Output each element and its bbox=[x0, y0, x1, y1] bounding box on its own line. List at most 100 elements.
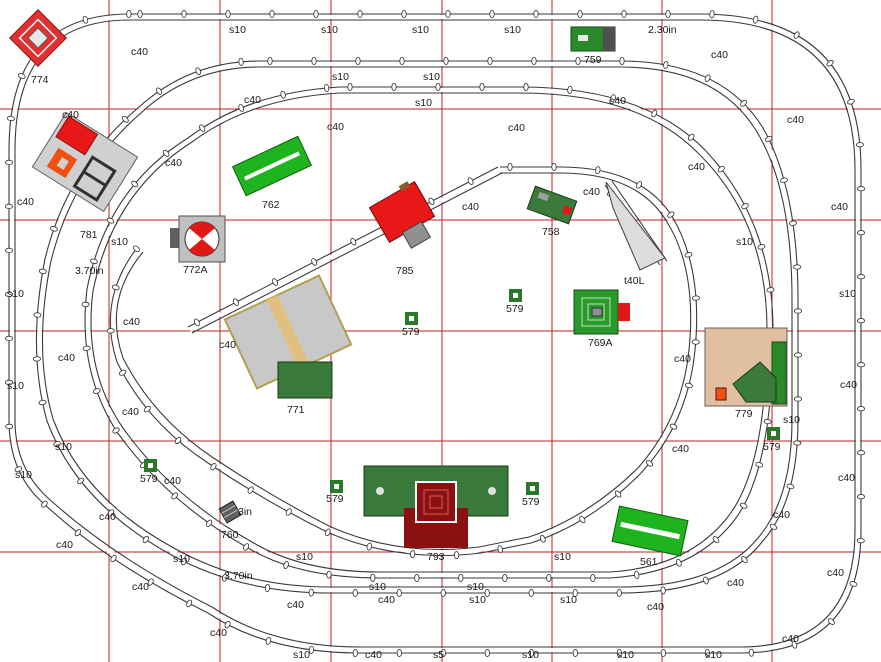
track-joint-64 bbox=[355, 57, 361, 66]
track-label-t34: c40 bbox=[122, 406, 139, 418]
accessory-779[interactable] bbox=[704, 327, 788, 407]
track-joint-16 bbox=[826, 60, 834, 67]
track-joint-152 bbox=[131, 180, 139, 188]
lamp-579-b[interactable] bbox=[405, 312, 418, 325]
track-joint-26 bbox=[857, 494, 866, 500]
track-label-t67: s10 bbox=[705, 649, 722, 661]
accessory-759[interactable] bbox=[570, 26, 616, 52]
track-label-t32: c40 bbox=[840, 379, 857, 391]
track-joint-47 bbox=[74, 529, 82, 537]
track-joint-74 bbox=[764, 136, 773, 142]
track-joint-132 bbox=[675, 558, 682, 567]
track-joint-162 bbox=[667, 211, 675, 218]
accessory-781[interactable] bbox=[31, 111, 139, 213]
track-joint-135 bbox=[546, 573, 552, 582]
track-joint-53 bbox=[5, 291, 14, 297]
track-joint-154 bbox=[199, 124, 206, 132]
track-joint-71 bbox=[663, 60, 669, 69]
track-label-t12: s10 bbox=[415, 97, 432, 109]
track-joint-23 bbox=[857, 362, 866, 368]
track-label-t16: c40 bbox=[508, 122, 525, 134]
turnout-t40L[interactable] bbox=[605, 181, 666, 271]
accessory-771[interactable] bbox=[223, 274, 368, 425]
accessory-561[interactable] bbox=[611, 505, 689, 557]
track-joint-188 bbox=[272, 278, 279, 286]
track-label-t21: s10 bbox=[111, 236, 128, 248]
track-joint-103 bbox=[32, 356, 41, 362]
track-joint-46 bbox=[110, 554, 117, 563]
accessory-785[interactable] bbox=[367, 178, 442, 256]
track-joint-116 bbox=[479, 83, 485, 92]
track-label-t25: s10 bbox=[7, 288, 24, 300]
label-771: 771 bbox=[287, 404, 305, 416]
lamp-579-d[interactable] bbox=[330, 480, 343, 493]
accessories bbox=[9, 9, 788, 557]
track-label-t60: c40 bbox=[210, 627, 227, 639]
track-joint-164 bbox=[691, 295, 700, 301]
track-joint-160 bbox=[595, 166, 601, 175]
accessory-760[interactable] bbox=[218, 500, 242, 524]
track-joint-7 bbox=[445, 9, 451, 18]
track-joint-32 bbox=[704, 648, 710, 657]
label-579-d: 579 bbox=[326, 493, 344, 505]
track-joint-17 bbox=[847, 98, 855, 105]
track-label-t38: s10 bbox=[55, 441, 72, 453]
track-joint-89 bbox=[528, 588, 534, 597]
track-label-t35: c40 bbox=[219, 339, 236, 351]
label-579-c: 579 bbox=[506, 303, 524, 315]
label-785: 785 bbox=[396, 265, 414, 277]
track-joint-140 bbox=[326, 570, 332, 579]
accessory-762[interactable] bbox=[231, 135, 313, 197]
label-579-b: 579 bbox=[402, 326, 420, 338]
track-joint-98 bbox=[142, 535, 149, 544]
track-joint-22 bbox=[857, 318, 866, 324]
track-joint-136 bbox=[502, 573, 508, 582]
lamp-579-a[interactable] bbox=[144, 459, 157, 472]
track-joint-178 bbox=[247, 486, 254, 494]
track-label-t22: 3.70in bbox=[75, 265, 104, 277]
track-joint-128 bbox=[763, 418, 772, 425]
track-joint-189 bbox=[311, 258, 318, 266]
track-joint-176 bbox=[324, 528, 331, 537]
track-joint-67 bbox=[487, 57, 493, 66]
track-joint-163 bbox=[684, 252, 693, 258]
track-joint-106 bbox=[50, 226, 58, 232]
track-joint-69 bbox=[575, 57, 581, 66]
lamp-579-c[interactable] bbox=[509, 289, 522, 302]
label-772A: 772A bbox=[183, 264, 208, 276]
track-joint-179 bbox=[210, 462, 217, 471]
track-label-t13: c40 bbox=[62, 109, 79, 121]
lamp-579-f[interactable] bbox=[767, 427, 780, 440]
accessory-758[interactable] bbox=[526, 185, 578, 225]
accessory-774[interactable] bbox=[9, 9, 67, 67]
track-joint-76 bbox=[788, 220, 797, 226]
track-joint-101 bbox=[53, 440, 61, 447]
track-joint-4 bbox=[313, 9, 319, 18]
track-joint-141 bbox=[283, 561, 289, 569]
accessory-769A[interactable] bbox=[573, 289, 630, 335]
label-579-a: 579 bbox=[140, 473, 158, 485]
track-label-t9: s10 bbox=[423, 71, 440, 83]
track-joint-105 bbox=[38, 268, 47, 274]
inner-loop-rail-outer bbox=[84, 86, 774, 579]
accessory-793[interactable] bbox=[363, 465, 509, 548]
track-label-t64: s5 bbox=[433, 649, 444, 661]
track-joint-114 bbox=[391, 83, 397, 92]
track-joint-159 bbox=[551, 162, 557, 171]
track-joint-6 bbox=[401, 9, 407, 18]
track-joint-175 bbox=[366, 542, 373, 551]
track-joint-11 bbox=[621, 9, 627, 18]
accessory-772A[interactable] bbox=[170, 215, 226, 263]
track-joint-148 bbox=[82, 345, 91, 351]
track-joint-14 bbox=[752, 15, 759, 24]
track-label-t45: c40 bbox=[287, 599, 304, 611]
track-joint-155 bbox=[238, 104, 245, 112]
lamp-579-e[interactable] bbox=[526, 482, 539, 495]
track-joint-78 bbox=[794, 308, 803, 314]
track-label-t3: s10 bbox=[412, 24, 429, 36]
track-joint-91 bbox=[440, 588, 446, 597]
track-label-t36: s10 bbox=[783, 414, 800, 426]
track-joint-63 bbox=[311, 57, 317, 66]
track-joint-90 bbox=[484, 588, 490, 597]
track-joint-157 bbox=[323, 83, 330, 92]
